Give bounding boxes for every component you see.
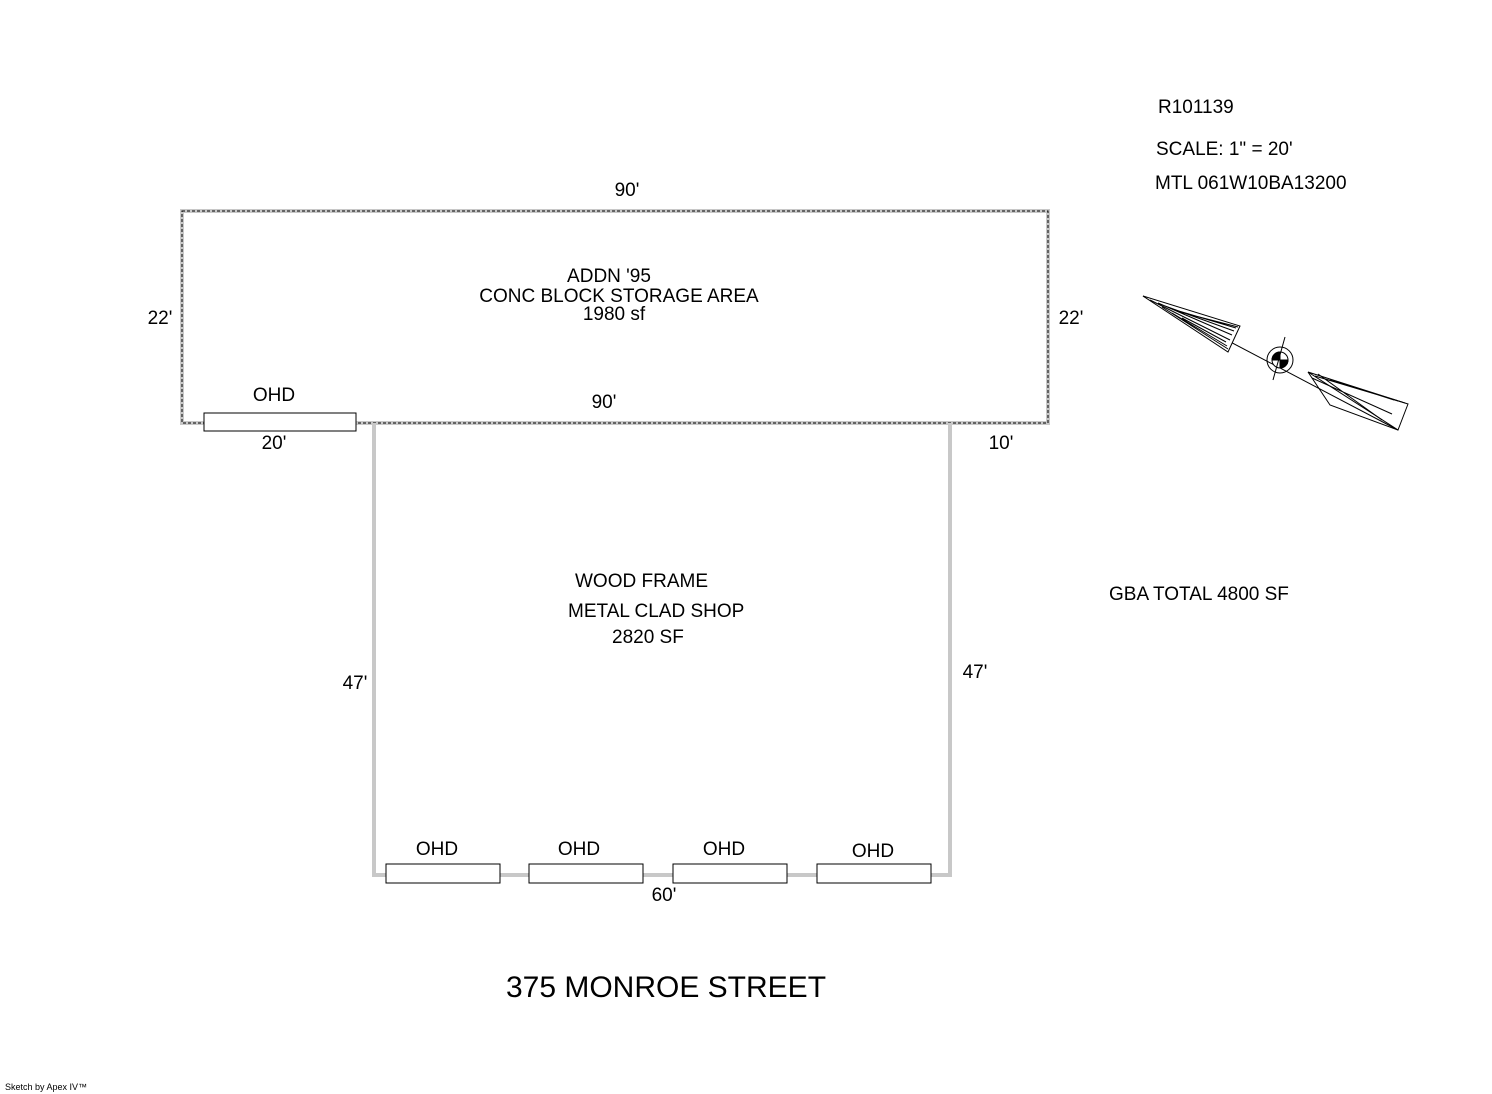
gba-total: GBA TOTAL 4800 SF — [1109, 584, 1289, 605]
shop-door-1 — [385, 863, 501, 884]
shop-label-line2: METAL CLAD SHOP — [568, 601, 744, 622]
shop-label-line1: WOOD FRAME — [575, 571, 708, 592]
addition-label-line1: ADDN '95 — [567, 266, 651, 287]
addition-right-dimension: 22' — [1059, 308, 1084, 329]
shop-bottom-dimension: 60' — [652, 885, 677, 906]
address-title: 375 MONROE STREET — [506, 971, 826, 1004]
addition-area: 1980 sf — [583, 304, 646, 325]
scale-label: SCALE: 1" = 20' — [1156, 139, 1293, 160]
north-arrow-icon — [1142, 295, 1409, 431]
shop-door-2-label: OHD — [558, 839, 600, 860]
right-offset-dimension: 10' — [989, 433, 1014, 454]
shop-door-2 — [528, 863, 644, 884]
sketch-credit: Sketch by Apex IV™ — [5, 1082, 87, 1092]
map-tax-lot: MTL 061W10BA13200 — [1155, 173, 1347, 194]
shop-door-1-label: OHD — [416, 839, 458, 860]
shop-door-3 — [672, 863, 788, 884]
addition-door-label: OHD — [253, 385, 295, 406]
addition-left-dimension: 22' — [148, 308, 173, 329]
addition-bottom-dimension: 90' — [592, 392, 617, 413]
shop-door-3-label: OHD — [703, 839, 745, 860]
addition-top-dimension: 90' — [615, 180, 640, 201]
shop-area: 2820 SF — [612, 627, 684, 648]
shop-door-4 — [816, 863, 932, 884]
shop-outline — [372, 423, 952, 877]
addition-label-line2: CONC BLOCK STORAGE AREA — [479, 286, 759, 307]
left-offset-dimension: 20' — [262, 433, 287, 454]
addition-door — [203, 412, 357, 432]
shop-right-dimension: 47' — [963, 662, 988, 683]
shop-door-4-label: OHD — [852, 841, 894, 862]
shop-left-dimension: 47' — [343, 673, 368, 694]
record-id: R101139 — [1158, 97, 1234, 118]
addition-outline — [180, 209, 1050, 425]
